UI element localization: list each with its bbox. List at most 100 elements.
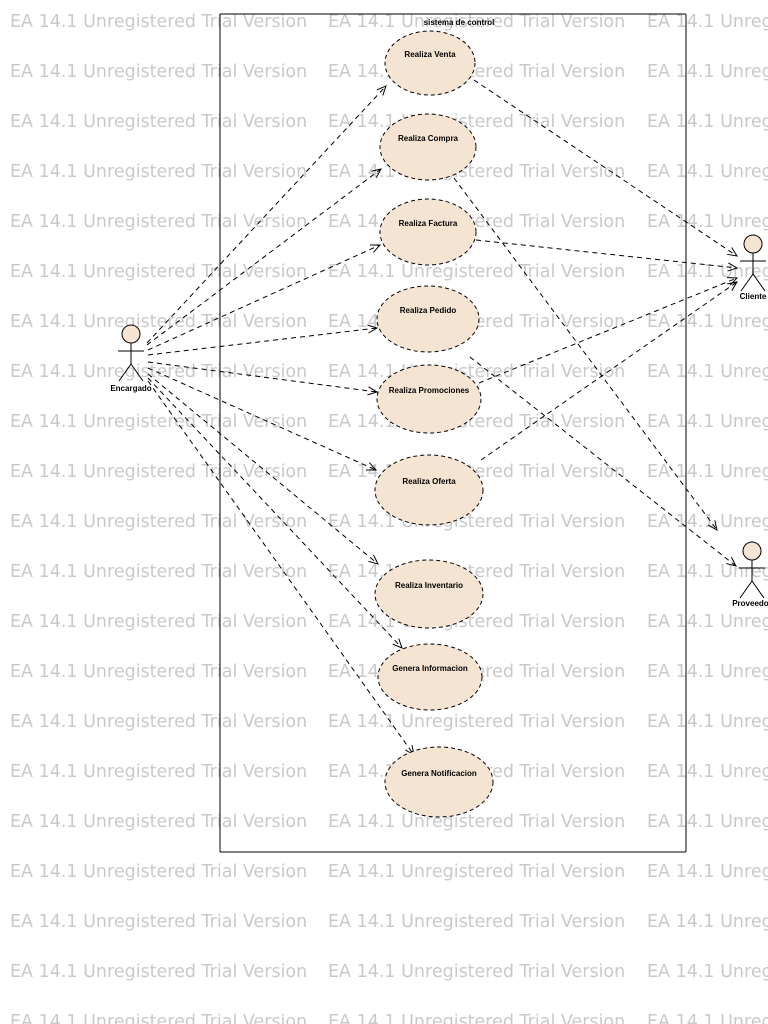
use-case-label: Realiza Inventario <box>395 581 463 590</box>
use-case-oferta[interactable]: Realiza Oferta <box>374 454 484 526</box>
watermark-text: EA 14.1 Unregistered Trial Version <box>10 12 307 32</box>
watermark-text: EA 14.1 Unregistered Trial Version <box>328 512 625 532</box>
use-case-label: Realiza Pedido <box>400 306 457 315</box>
watermark-text: EA 14.1 Unregistered Trial Version <box>328 712 625 732</box>
use-case-notificacion[interactable]: Genera Notificacion <box>384 746 494 818</box>
watermark-text: EA 14.1 Unregistered Trial Version <box>647 712 768 732</box>
use-case-ellipse[interactable] <box>376 285 480 353</box>
watermark-text: EA 14.1 Unregistered Trial Version <box>10 312 307 332</box>
watermark-text: EA 14.1 Unregistered Trial Version <box>10 812 307 832</box>
use-case-factura[interactable]: Realiza Factura <box>379 198 477 266</box>
relations-layer <box>146 79 739 756</box>
use-case-label: Genera Informacion <box>392 664 468 673</box>
watermark-text: EA 14.1 Unregistered Trial Version <box>328 212 625 232</box>
actor-cliente[interactable]: Cliente <box>740 234 767 301</box>
use-case-ellipse[interactable] <box>379 198 477 266</box>
use-case-venta[interactable]: Realiza Venta <box>384 30 476 96</box>
use-case-promociones[interactable]: Realiza Promociones <box>376 364 482 434</box>
watermark-text: EA 14.1 Unregistered Trial Version <box>647 62 768 82</box>
arrowhead-icon <box>708 520 718 531</box>
dependency-line <box>146 85 387 344</box>
use-case-ellipse[interactable] <box>379 113 477 181</box>
watermark-text: EA 14.1 Unregistered Trial Version <box>10 362 307 382</box>
arrowhead-icon <box>392 638 403 649</box>
system-title: sistema de control <box>424 18 495 27</box>
arrowhead-icon <box>727 281 739 291</box>
watermark-text: EA 14.1 Unregistered Trial Version <box>10 412 307 432</box>
use-case-label: Realiza Compra <box>398 134 459 143</box>
watermark-text: EA 14.1 Unregistered Trial Version <box>328 262 625 282</box>
watermark-text: EA 14.1 Unregistered Trial Version <box>647 962 768 982</box>
watermark-text: EA 14.1 Unregistered Trial Version <box>10 912 307 932</box>
watermark-text: EA 14.1 Unregistered Trial Version <box>647 162 768 182</box>
use-case-compra[interactable]: Realiza Compra <box>379 113 477 181</box>
dependency-line <box>473 79 738 257</box>
watermark-text: EA 14.1 Unregistered Trial Version <box>328 112 625 132</box>
use-case-ellipse[interactable] <box>374 559 484 629</box>
use-case-ellipse[interactable] <box>384 746 494 818</box>
arrowhead-icon <box>369 244 382 253</box>
use-case-pedido[interactable]: Realiza Pedido <box>376 285 480 353</box>
relation-encargado-to-uc-factura <box>147 244 382 351</box>
use-case-ellipse[interactable] <box>384 30 476 96</box>
watermark-text: EA 14.1 Unregistered Trial Version <box>10 62 307 82</box>
watermark-text: EA 14.1 Unregistered Trial Version <box>10 712 307 732</box>
watermark-text: EA 14.1 Unregistered Trial Version <box>647 662 768 682</box>
relation-encargado-to-uc-pedido <box>147 324 379 356</box>
watermark-text: EA 14.1 Unregistered Trial Version <box>647 312 768 332</box>
watermark-text: EA 14.1 Unregistered Trial Version <box>10 1012 307 1024</box>
actor-proveedor[interactable]: Proveedor <box>732 541 768 608</box>
use-case-ellipse[interactable] <box>376 364 482 434</box>
arrowhead-icon <box>726 556 737 567</box>
watermark-text: EA 14.1 Unregistered Trial Version <box>10 262 307 282</box>
watermark-text: EA 14.1 Unregistered Trial Version <box>10 162 307 182</box>
watermark-text: EA 14.1 Unregistered Trial Version <box>328 1012 625 1024</box>
watermark-text: EA 14.1 Unregistered Trial Version <box>328 812 625 832</box>
dependency-line <box>147 244 381 351</box>
watermark-text: EA 14.1 Unregistered Trial Version <box>10 212 307 232</box>
relation-encargado-to-uc-compra <box>146 168 382 346</box>
watermark-text: EA 14.1 Unregistered Trial Version <box>10 962 307 982</box>
relation-encargado-to-uc-promociones <box>147 361 379 396</box>
watermark-text: EA 14.1 Unregistered Trial Version <box>10 112 307 132</box>
use-case-inventario[interactable]: Realiza Inventario <box>374 559 484 629</box>
watermark-text: EA 14.1 Unregistered Trial Version <box>10 612 307 632</box>
relation-uc-venta-to-cliente <box>473 79 739 257</box>
use-case-ellipse[interactable] <box>374 454 484 526</box>
dependency-line <box>147 377 403 649</box>
arrowhead-icon <box>727 247 739 257</box>
relation-encargado-to-uc-inventario <box>147 373 379 565</box>
arrowhead-icon <box>371 168 382 178</box>
watermark-text: EA 14.1 Unregistered Trial Version <box>647 1012 768 1024</box>
watermark-text: EA 14.1 Unregistered Trial Version <box>328 62 625 82</box>
dependency-line <box>147 367 377 471</box>
arrowhead-icon <box>368 554 379 565</box>
actor-figure-icon <box>118 324 144 382</box>
dependency-line <box>453 177 718 531</box>
relation-encargado-to-uc-venta <box>146 85 387 344</box>
arrowhead-icon <box>367 324 379 334</box>
dependency-line <box>147 361 378 393</box>
use-case-informacion[interactable]: Genera Informacion <box>377 643 483 711</box>
actor-figure-icon <box>740 234 766 292</box>
dependency-line <box>469 356 737 567</box>
actor-figure-icon <box>739 541 765 599</box>
watermark-text: EA 14.1 Unregistered Trial Version <box>328 862 625 882</box>
watermark-text: EA 14.1 Unregistered Trial Version <box>328 612 625 632</box>
actor-label: Cliente <box>740 292 767 301</box>
watermark-text: EA 14.1 Unregistered Trial Version <box>647 512 768 532</box>
relation-uc-compra-to-proveedor <box>453 177 718 531</box>
watermark-text: EA 14.1 Unregistered Trial Version <box>647 362 768 382</box>
use-case-ellipse[interactable] <box>377 643 483 711</box>
watermark-text: EA 14.1 Unregistered Trial Version <box>10 562 307 582</box>
actor-encargado[interactable]: Encargado <box>110 324 152 393</box>
watermark-text: EA 14.1 Unregistered Trial Version <box>647 862 768 882</box>
relation-uc-factura-to-cliente <box>475 239 739 272</box>
arrowhead-icon <box>365 462 378 471</box>
watermark-text: EA 14.1 Unregistered Trial Version <box>647 612 768 632</box>
watermark-text: EA 14.1 Unregistered Trial Version <box>647 412 768 432</box>
watermark-text: EA 14.1 Unregistered Trial Version <box>328 12 625 32</box>
watermark-text: EA 14.1 Unregistered Trial Version <box>328 962 625 982</box>
watermark-text: EA 14.1 Unregistered Trial Version <box>328 412 625 432</box>
